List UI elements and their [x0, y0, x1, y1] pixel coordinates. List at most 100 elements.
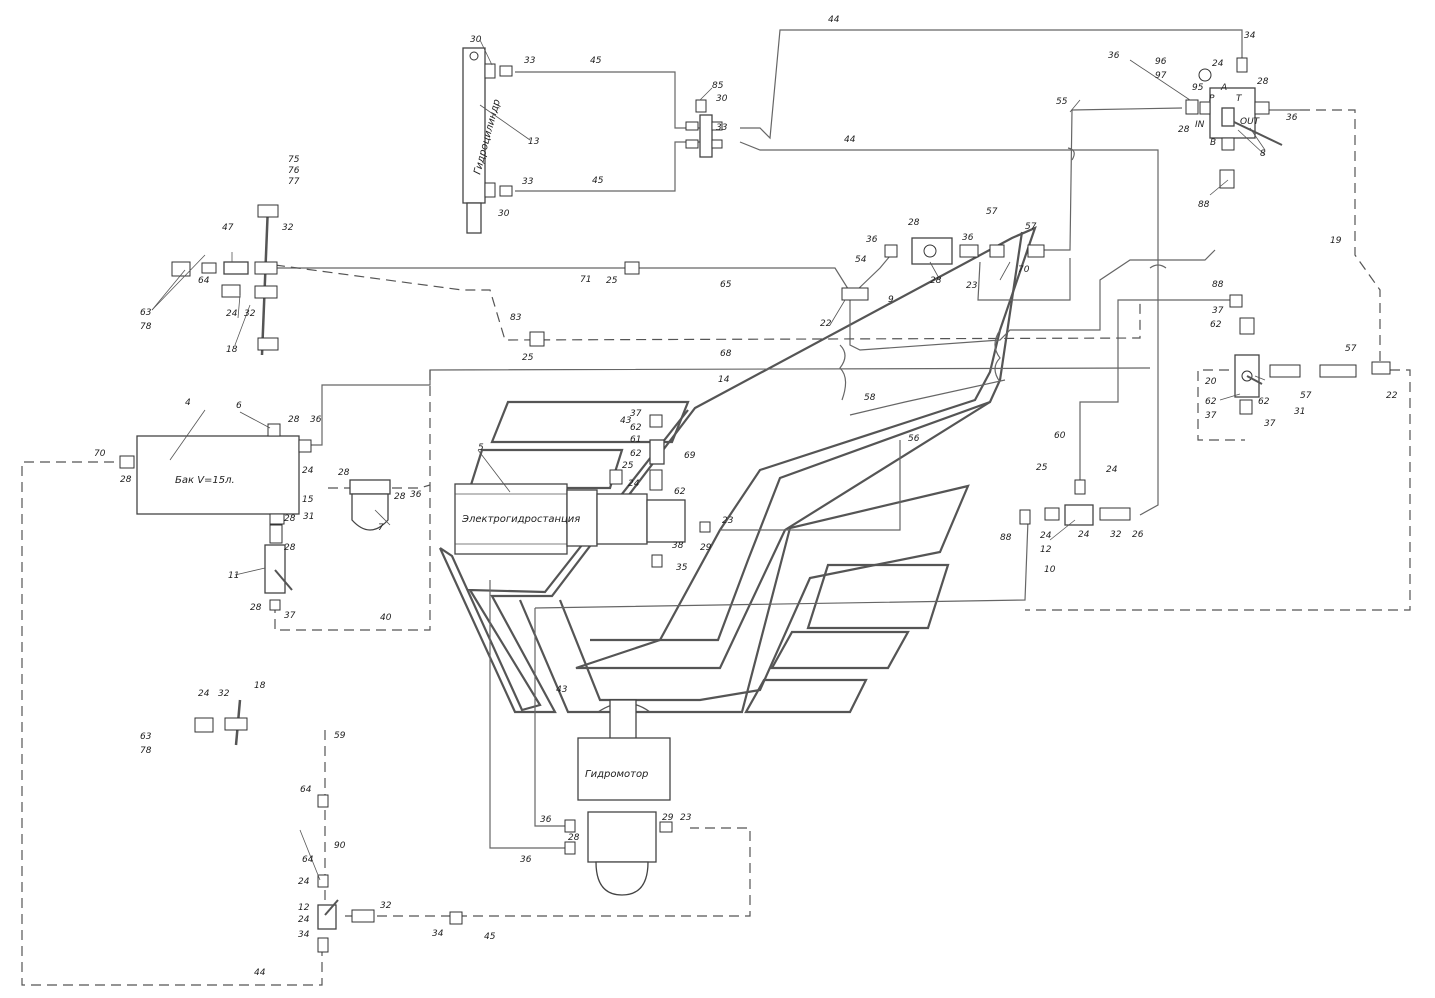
label-n30b: 30: [498, 209, 510, 219]
label-n28a: 28: [1257, 77, 1269, 87]
label-n96: 96: [1155, 57, 1167, 67]
label-n4: 4: [185, 398, 191, 408]
label-n34b: 34: [298, 930, 310, 940]
label-n32d: 32: [218, 689, 230, 699]
label-n23c: 23: [680, 813, 692, 823]
bottom-left-assembly: [194, 699, 463, 953]
pressure-lines: [275, 29, 1300, 849]
label-n59: 59: [334, 731, 346, 741]
label-n28h: 28: [284, 514, 296, 524]
label-n88b: 88: [1212, 280, 1224, 290]
label-n37e: 37: [630, 409, 642, 419]
label-n44b: 44: [844, 135, 856, 145]
label-n90: 90: [334, 841, 346, 851]
label-n31b: 31: [303, 512, 314, 522]
label-n76: 76: [288, 166, 300, 176]
label-n60: 60: [1054, 431, 1066, 441]
label-n24g: 24: [1078, 530, 1090, 540]
label-n77: 77: [288, 177, 300, 187]
label-n23a: 23: [966, 281, 978, 291]
label-n14: 14: [718, 375, 730, 385]
directional-valve: [1185, 57, 1283, 189]
port-t-label: T: [1236, 94, 1243, 104]
label-n18a: 18: [226, 345, 238, 355]
label-n33b: 33: [522, 177, 534, 187]
label-n34c: 34: [432, 929, 444, 939]
power-unit: [454, 414, 711, 568]
label-n36f: 36: [410, 490, 422, 500]
label-n56: 56: [908, 434, 920, 444]
label-n28d: 28: [930, 276, 942, 286]
label-n36c: 36: [866, 235, 878, 245]
label-n65: 65: [720, 280, 732, 290]
label-n36d: 36: [962, 233, 974, 243]
label-n33a: 33: [524, 56, 536, 66]
label-n44c: 44: [254, 968, 266, 978]
label-n36e: 36: [310, 415, 322, 425]
label-n28i: 28: [394, 492, 406, 502]
label-n19: 19: [1330, 236, 1342, 246]
filter: [349, 479, 391, 531]
label-n13: 13: [528, 137, 540, 147]
label-n31a: 31: [1294, 407, 1305, 417]
label-n62e: 62: [630, 449, 642, 459]
label-n22a: 22: [820, 319, 832, 329]
label-n28b: 28: [1178, 125, 1190, 135]
port-out-label: OUT: [1240, 117, 1261, 127]
label-n43b: 43: [556, 685, 568, 695]
label-n33c: 33: [716, 123, 728, 133]
flow-divider: [685, 99, 723, 158]
label-n36h: 36: [520, 855, 532, 865]
label-n45a: 45: [590, 56, 602, 66]
label-n24b: 24: [226, 309, 238, 319]
pressure-gauge-block: [529, 237, 1045, 347]
label-n25d: 25: [1036, 463, 1048, 473]
label-n62c: 62: [1258, 397, 1270, 407]
machine-frame: [438, 225, 1037, 714]
label-n6: 6: [236, 401, 242, 411]
label-n83: 83: [510, 313, 522, 323]
label-n32a: 32: [282, 223, 294, 233]
label-n45b: 45: [592, 176, 604, 186]
label-n12b: 12: [298, 903, 310, 913]
part-number-labels: 30 33 45 13 33 45 30 85 30 33 44 44 36 9…: [94, 15, 1398, 978]
label-n36g: 36: [540, 815, 552, 825]
label-n43a: 43: [620, 416, 632, 426]
label-n29a: 29: [700, 543, 712, 553]
ball-valve-right: [1229, 294, 1391, 415]
label-n24h: 24: [198, 689, 210, 699]
label-n64b: 64: [300, 785, 312, 795]
label-n88a: 88: [1198, 200, 1210, 210]
label-n37a: 37: [1212, 306, 1224, 316]
label-n68: 68: [720, 349, 732, 359]
label-n70b: 70: [94, 449, 106, 459]
port-b-label: B: [1210, 138, 1216, 148]
port-p-label: P: [1209, 94, 1215, 104]
label-n88c: 88: [1000, 533, 1012, 543]
leader-lines: [151, 39, 1266, 881]
label-n32c: 32: [1110, 530, 1122, 540]
label-n78a: 78: [140, 322, 152, 332]
label-n36b: 36: [1286, 113, 1298, 123]
label-n10: 10: [1044, 565, 1056, 575]
label-n28j: 28: [284, 543, 296, 553]
label-n58: 58: [864, 393, 876, 403]
label-n64a: 64: [198, 276, 210, 286]
tank: [119, 423, 312, 525]
bulkhead-bracket: [171, 204, 279, 356]
pipe-crossings: [839, 147, 1167, 401]
label-n62d: 62: [630, 423, 642, 433]
tee-valve-right: [1019, 479, 1131, 526]
label-n28c: 28: [908, 218, 920, 228]
label-n75: 75: [288, 155, 300, 165]
label-n55: 55: [1056, 97, 1068, 107]
label-n32e: 32: [380, 901, 392, 911]
label-n69: 69: [684, 451, 696, 461]
label-n57a: 57: [986, 207, 998, 217]
label-n28f: 28: [120, 475, 132, 485]
label-n24j: 24: [298, 915, 310, 925]
label-n34a: 34: [1244, 31, 1256, 41]
label-n78b: 78: [140, 746, 152, 756]
label-n37b: 37: [1205, 411, 1217, 421]
label-n7: 7: [378, 523, 384, 533]
